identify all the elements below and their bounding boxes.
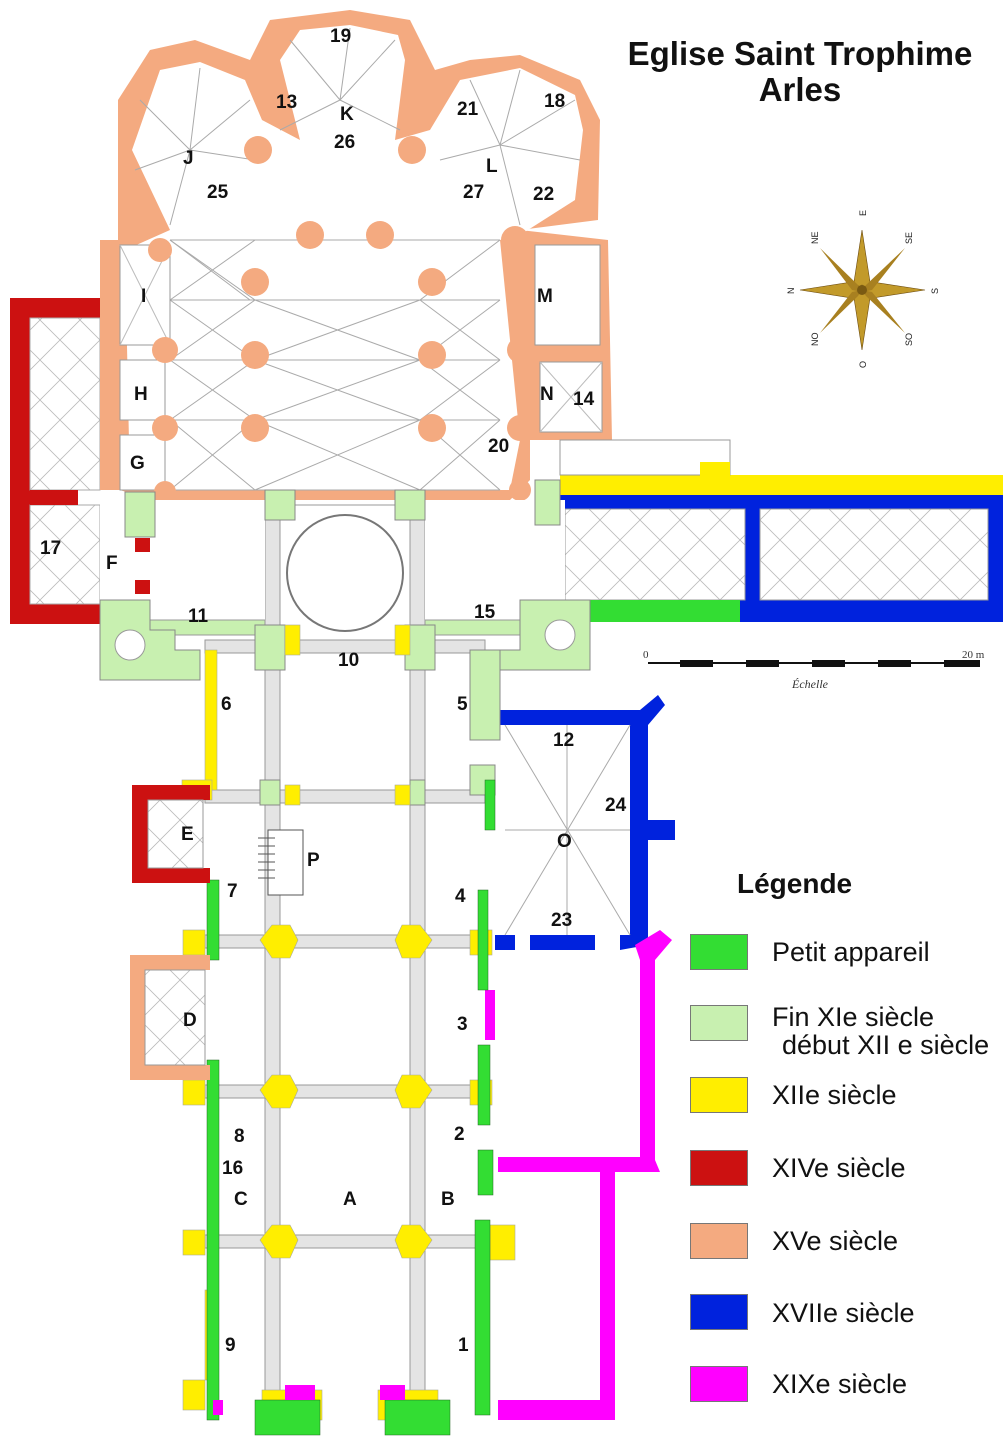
legend-label-line2: début XII e siècle (782, 1030, 990, 1060)
xiv-chapel-E (132, 538, 210, 883)
label-17: 17 (40, 538, 61, 559)
label-13: 13 (276, 92, 297, 113)
label-12: 12 (553, 730, 574, 751)
label-G: G (130, 453, 145, 474)
label-1: 1 (458, 1335, 469, 1356)
label-J: J (183, 148, 194, 169)
legend-swatch (690, 1294, 748, 1330)
label-19: 19 (330, 26, 351, 47)
label-O: O (557, 831, 572, 852)
legend-label: XIIe siècle (772, 1080, 897, 1110)
compass-no-label: NO (810, 333, 820, 347)
label-A: A (343, 1189, 357, 1210)
label-M: M (537, 286, 553, 307)
label-7: 7 (227, 881, 238, 902)
legend-label: XIXe siècle (772, 1369, 908, 1399)
label-16: 16 (222, 1158, 243, 1179)
label-11: 11 (188, 606, 209, 627)
xix-annex (475, 930, 672, 1420)
xv-chevet (100, 10, 612, 503)
legend-label: XVIIe siècle (772, 1298, 915, 1328)
plan-labels: 19 13 K 21 18 26 J L 25 27 22 I M H N 14… (40, 26, 627, 1356)
legend-label: XIVe siècle (772, 1153, 906, 1183)
legend-label: XVe siècle (772, 1226, 899, 1256)
label-P: P (307, 850, 320, 871)
xvii-chapel-O (495, 695, 675, 950)
xiv-chapel-17 (10, 298, 101, 624)
legend-swatch (690, 1223, 748, 1259)
title-line-2: Arles (758, 71, 842, 108)
compass-o-label: O (858, 361, 868, 368)
xv-chapel-D (130, 955, 210, 1080)
compass-star-icon (799, 229, 926, 351)
label-3: 3 (457, 1014, 468, 1035)
scale-bar: 0 20 m Échelle (643, 649, 985, 691)
label-6: 6 (221, 694, 232, 715)
scale-start-label: 0 (643, 649, 649, 661)
legend-title: Légende (737, 868, 853, 899)
legend-swatch (690, 1005, 748, 1041)
compass-rose: E O N S NE SE NO SO (786, 210, 940, 368)
label-B: B (441, 1189, 455, 1210)
legend-swatch (690, 934, 748, 970)
label-C: C (234, 1189, 248, 1210)
scale-end-label: 20 m (962, 649, 985, 661)
label-21: 21 (457, 99, 479, 120)
label-E: E (181, 824, 194, 845)
label-4: 4 (455, 886, 466, 907)
compass-ne-label: NE (810, 231, 820, 244)
compass-s-label: S (930, 288, 940, 294)
label-10: 10 (338, 650, 359, 671)
label-14: 14 (573, 389, 595, 410)
label-27: 27 (463, 182, 484, 203)
legend-swatch (690, 1366, 748, 1402)
nave (99, 479, 591, 1436)
label-22: 22 (533, 184, 554, 205)
legend-swatch (690, 1150, 748, 1186)
label-18: 18 (544, 91, 565, 112)
label-9: 9 (225, 1335, 236, 1356)
label-8: 8 (234, 1126, 245, 1147)
label-25: 25 (207, 182, 229, 203)
label-D: D (183, 1010, 197, 1031)
label-26: 26 (334, 132, 355, 153)
title-line-1: Eglise Saint Trophime (627, 35, 973, 72)
legend-label: Petit appareil (772, 937, 930, 967)
label-2: 2 (454, 1124, 465, 1145)
legend-label: Fin XIe siècle (772, 1002, 935, 1032)
plan-title: Eglise Saint Trophime Arles (600, 36, 1000, 108)
label-15: 15 (474, 602, 496, 623)
compass-e-label: E (858, 210, 868, 216)
label-L: L (486, 156, 498, 177)
label-20: 20 (488, 436, 509, 457)
compass-n-label: N (786, 288, 796, 295)
label-23: 23 (551, 910, 572, 931)
label-24: 24 (605, 795, 627, 816)
label-5: 5 (457, 694, 468, 715)
legend-swatch (690, 1077, 748, 1113)
label-F: F (106, 553, 118, 574)
label-I: I (141, 286, 146, 307)
compass-so-label: SO (904, 333, 914, 346)
xvii-gallery (559, 439, 1003, 622)
label-N: N (540, 384, 554, 405)
scale-caption: Échelle (791, 677, 829, 691)
label-H: H (134, 384, 148, 405)
label-K: K (340, 104, 354, 125)
compass-se-label: SE (904, 232, 914, 244)
